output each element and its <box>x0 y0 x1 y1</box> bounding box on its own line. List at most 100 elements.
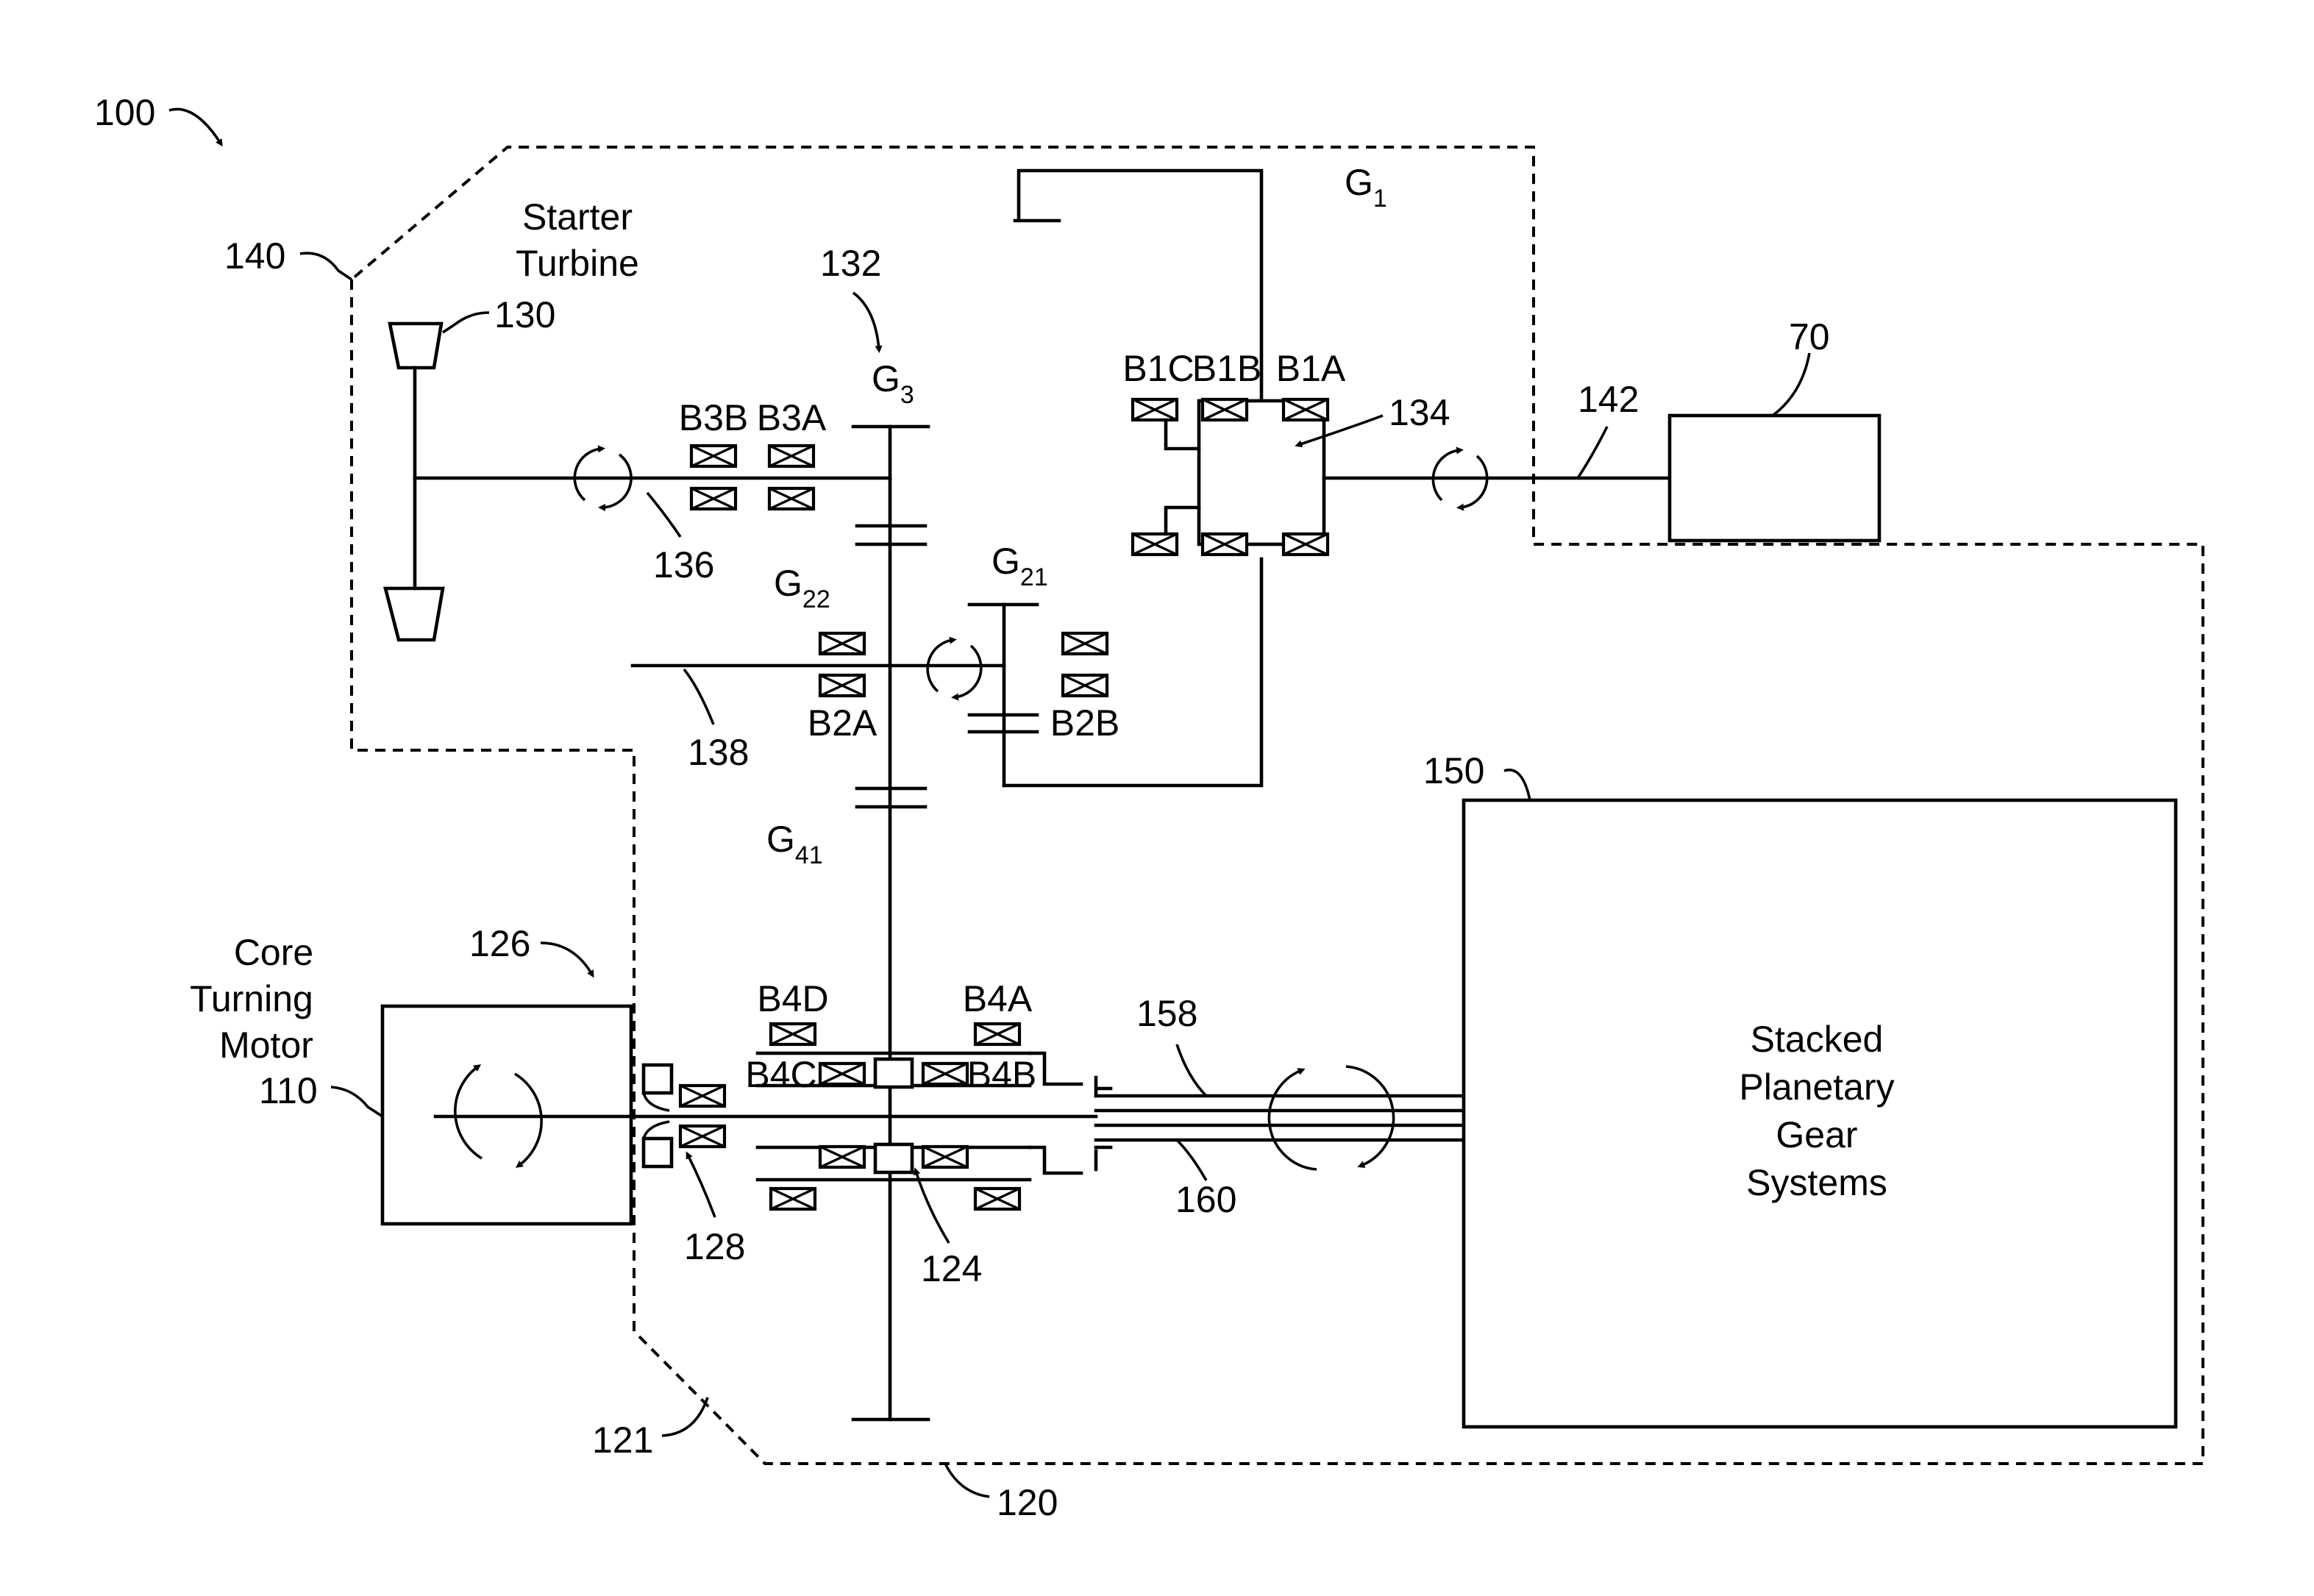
rotation-arrow-136b <box>602 455 631 507</box>
stacked-planetary-box <box>1464 800 2176 1427</box>
ref-160: 160 <box>1175 1179 1236 1220</box>
bearing-b3b-bottom <box>691 488 736 509</box>
bearing-124-bottom-left <box>820 1147 864 1167</box>
leader-158 <box>1177 1044 1206 1096</box>
bearing-b1a-top <box>1284 399 1328 420</box>
gear-g1-carrier-134 <box>1199 401 1324 544</box>
ref-110: 110 <box>259 1070 318 1111</box>
leader-136 <box>647 493 680 537</box>
bearing-128-top <box>680 1086 725 1106</box>
leader-110 <box>331 1087 382 1116</box>
leader-124 <box>916 1171 949 1243</box>
b1c-bottom-bracket <box>1166 507 1199 534</box>
bearing-b1a-bottom <box>1284 534 1328 555</box>
clutch-126-top <box>644 1065 672 1093</box>
bearing-b2a-bottom <box>820 675 864 696</box>
ref-136: 136 <box>653 544 714 585</box>
gear-g3-label: G3 <box>872 358 914 409</box>
leader-130 <box>443 313 489 332</box>
bearing-b4d <box>771 1024 815 1044</box>
leader-126 <box>541 943 592 975</box>
leader-121 <box>662 1397 708 1436</box>
rotation-arrow-142 <box>1433 450 1460 500</box>
bearing-b4a <box>975 1024 1019 1044</box>
ref-126: 126 <box>469 923 530 964</box>
ref-120: 120 <box>997 1482 1058 1523</box>
ref-132: 132 <box>820 243 881 284</box>
box-70 <box>1670 416 1879 541</box>
leader-138 <box>684 669 713 724</box>
ref-130: 130 <box>494 294 555 335</box>
bearing-b1c-label: B1C <box>1122 348 1194 389</box>
gear-g22-label: G22 <box>774 563 830 613</box>
leader-100 <box>169 109 221 143</box>
leader-142 <box>1578 427 1607 478</box>
core-turning-motor-label-2: Turning <box>190 978 313 1019</box>
ref-70: 70 <box>1789 316 1830 357</box>
bearing-b3a-bottom <box>769 488 814 509</box>
ref-140: 140 <box>224 235 285 277</box>
leader-132 <box>853 293 879 349</box>
core-turning-motor-label-1: Core <box>234 932 313 973</box>
bearing-124-low-left <box>771 1189 815 1209</box>
leader-140 <box>300 253 352 279</box>
bearing-b2a-label: B2A <box>808 702 877 744</box>
bearing-b3a-label: B3A <box>757 397 827 438</box>
ref-158: 158 <box>1136 993 1197 1034</box>
rotation-arrow-158 <box>1269 1070 1317 1169</box>
rotation-arrow-160 <box>1346 1066 1394 1166</box>
starter-turbine-label-2: Turbine <box>516 243 639 284</box>
rotation-arrow-136 <box>574 449 602 500</box>
starter-turbine-lower-blade <box>385 588 443 640</box>
bearing-128-bottom <box>680 1126 725 1147</box>
link-g21-to-g1 <box>1004 559 1261 785</box>
bearing-124-low-right <box>975 1189 1019 1209</box>
ref-121: 121 <box>592 1419 653 1461</box>
leader-128 <box>688 1155 715 1217</box>
leader-150 <box>1504 770 1530 800</box>
rotation-arrow-142b <box>1460 456 1487 507</box>
clutch-126-lever-top <box>644 1093 669 1111</box>
bearing-124-bottom-right <box>923 1147 967 1167</box>
clutch-126-lever-bottom <box>644 1122 669 1139</box>
stacked-planetary-label-4: Systems <box>1746 1162 1887 1203</box>
gear-g21-label: G21 <box>992 541 1048 591</box>
gear-124-top-hub <box>875 1059 912 1087</box>
ref-128: 128 <box>684 1226 745 1267</box>
bearing-b1c-bottom <box>1133 534 1177 555</box>
ref-134: 134 <box>1389 392 1450 433</box>
bearing-b4c-label: B4C <box>745 1054 816 1095</box>
bearing-b3a-top <box>769 446 814 466</box>
clutch-126-bottom <box>644 1139 672 1166</box>
starter-turbine-label-1: Starter <box>522 196 633 238</box>
stacked-planetary-label-1: Stacked <box>1751 1019 1884 1060</box>
coupling-160-bottom <box>1030 1147 1111 1173</box>
gear-g41-label: G41 <box>766 819 823 869</box>
bearing-b1b-bottom <box>1203 534 1247 555</box>
ref-138: 138 <box>688 732 749 773</box>
bearing-b1a-label: B1A <box>1276 348 1346 389</box>
bearing-b2b-top <box>1063 633 1107 654</box>
core-turning-motor-label-3: Motor <box>219 1025 313 1066</box>
bearing-b4b <box>923 1064 967 1084</box>
bearing-b1c-top <box>1133 399 1177 420</box>
bearing-b4a-label: B4A <box>963 978 1033 1019</box>
b1c-top-bracket <box>1166 420 1199 449</box>
ref-124: 124 <box>921 1248 982 1289</box>
starter-turbine-upper-blade <box>390 324 441 368</box>
stacked-planetary-label-3: Gear <box>1776 1114 1857 1155</box>
bearing-b3b-top <box>691 446 736 466</box>
gear-124-bottom-hub <box>875 1144 912 1172</box>
bearing-b1b-top <box>1203 399 1247 420</box>
figure-ref-100: 100 <box>94 92 155 133</box>
gear-g1-label: G1 <box>1345 162 1387 213</box>
leader-120 <box>945 1464 989 1497</box>
leader-70 <box>1773 353 1809 416</box>
bearing-b2b-label: B2B <box>1050 702 1120 744</box>
rotation-arrow-138b <box>955 646 981 697</box>
bearing-b2a-top <box>820 633 864 654</box>
bearing-b4b-label: B4B <box>967 1054 1037 1095</box>
bearing-b1b-label: B1B <box>1192 348 1262 389</box>
bearing-b4d-label: B4D <box>757 978 828 1019</box>
